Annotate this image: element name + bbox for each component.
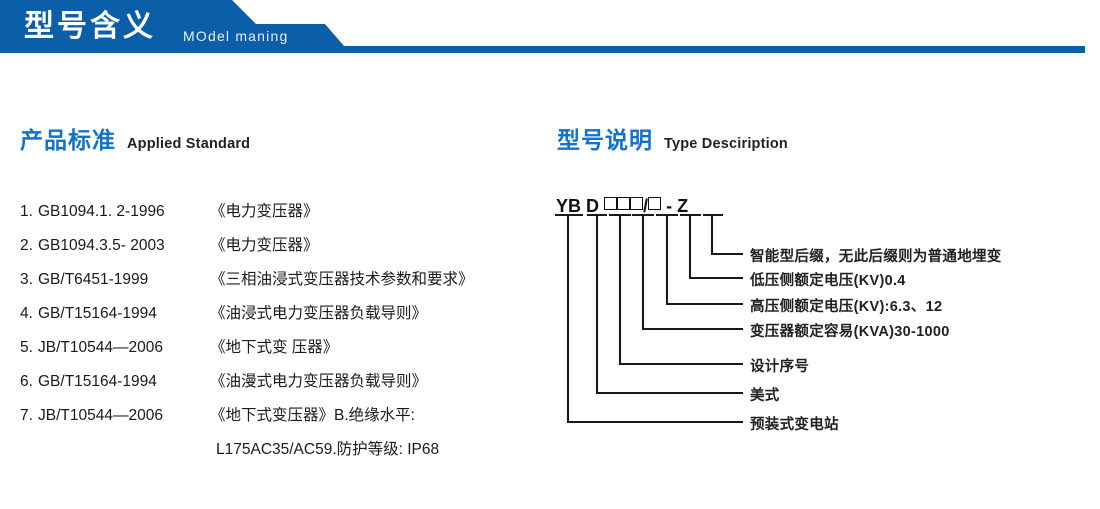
- type-description-heading-cn: 型号说明: [557, 127, 653, 153]
- list-item: 2. GB1094.3.5- 2003 《电力变压器》: [20, 229, 550, 263]
- leader-path-5: [618, 213, 744, 366]
- list-item-name: 《电力变压器》: [210, 237, 319, 254]
- header-banner: 型号含义 MOdel maning: [0, 0, 1100, 58]
- applied-standard-heading-en: Applied Standard: [127, 136, 251, 152]
- list-item-code: GB/T15164-1994: [38, 373, 157, 390]
- list-item-code: JB/T10544—2006: [38, 339, 163, 356]
- list-item-code: GB1094.1. 2-1996: [38, 203, 165, 220]
- applied-standard-heading-cn: 产品标准: [20, 127, 116, 153]
- list-item-index: 1.: [20, 203, 33, 220]
- list-item-name: 《电力变压器》: [210, 203, 319, 220]
- list-item-index: 5.: [20, 339, 33, 356]
- list-item-name: 《地下式变 压器》: [210, 339, 339, 356]
- description-item: 设计序号: [750, 359, 810, 375]
- list-item-index: 3.: [20, 271, 33, 288]
- applied-standard-heading: 产品标准 Applied Standard: [20, 121, 250, 155]
- description-item: 变压器额定容易(KVA)30-1000: [750, 324, 950, 340]
- type-code-dash: -: [666, 196, 673, 216]
- list-item-name: 《三相油浸式变压器技术参数和要求》: [210, 271, 474, 288]
- type-code-slash: /: [643, 196, 649, 216]
- type-code-box-2: [617, 197, 631, 210]
- leader-path-7: [566, 213, 744, 424]
- list-item-code: GB1094.3.5- 2003: [38, 237, 165, 254]
- header-title-cn: 型号含义: [24, 10, 156, 43]
- leader-path-6: [595, 213, 744, 395]
- type-code-segment-yb: YB: [556, 196, 582, 216]
- description-item: 美式: [750, 388, 780, 404]
- list-item-index: 4.: [20, 305, 33, 322]
- list-item-code: GB/T15164-1994: [38, 305, 157, 322]
- list-item: 7. JB/T10544—2006 《地下式变压器》B.绝缘水平:: [20, 399, 550, 433]
- description-item: 高压侧额定电压(KV):6.3、12: [750, 299, 943, 315]
- list-item-name: 《地下式变压器》B.绝缘水平:: [210, 407, 415, 424]
- standards-list: 1. GB1094.1. 2-1996 《电力变压器》 2. GB1094.3.5- …: [20, 195, 550, 467]
- list-item-continuation: L175AC35/AC59.防护等级: IP68: [216, 441, 440, 458]
- type-code-box-3: [630, 197, 644, 210]
- type-description-heading: 型号说明 Type Desciription: [557, 121, 788, 155]
- header-blue-shape: [0, 0, 1085, 53]
- list-item-index: 7.: [20, 407, 33, 424]
- description-item: 低压侧额定电压(KV)0.4: [750, 273, 906, 289]
- list-item-index: 2.: [20, 237, 33, 254]
- list-item-index: 6.: [20, 373, 33, 390]
- type-code-box-1: [604, 197, 618, 210]
- list-item-code: JB/T10544—2006: [38, 407, 163, 424]
- description-item: 智能型后缀，无此后缀则为普通地埋变: [750, 249, 1002, 265]
- list-item: 1. GB1094.1. 2-1996 《电力变压器》: [20, 195, 550, 229]
- list-item: 4. GB/T15164-1994 《油浸式电力变压器负载导则》: [20, 297, 550, 331]
- type-code-segment-z: Z: [677, 196, 689, 216]
- leader-path-2: [688, 213, 744, 280]
- list-item: 3. GB/T6451-1999 《三相油浸式变压器技术参数和要求》: [20, 263, 550, 297]
- header-title-en: MOdel maning: [183, 28, 289, 44]
- leader-path-3: [665, 213, 744, 306]
- list-item: 6. GB/T15164-1994 《油漫式电力变压器负载导则》: [20, 365, 550, 399]
- type-description-heading-en: Type Desciription: [664, 136, 788, 152]
- leader-path-1: [710, 213, 744, 256]
- type-code-string: YB D / - Z: [556, 196, 688, 222]
- list-item: 5. JB/T10544—2006 《地下式变 压器》: [20, 331, 550, 365]
- type-code-box-4: [648, 197, 662, 210]
- description-item: 预装式变电站: [750, 417, 839, 433]
- leader-path-4: [641, 213, 744, 331]
- list-item-name: 《油浸式电力变压器负载导则》: [210, 305, 428, 322]
- list-item-code: GB/T6451-1999: [38, 271, 149, 288]
- list-item-name: 《油漫式电力变压器负载导则》: [210, 373, 428, 390]
- type-code-segment-d: D: [586, 196, 600, 216]
